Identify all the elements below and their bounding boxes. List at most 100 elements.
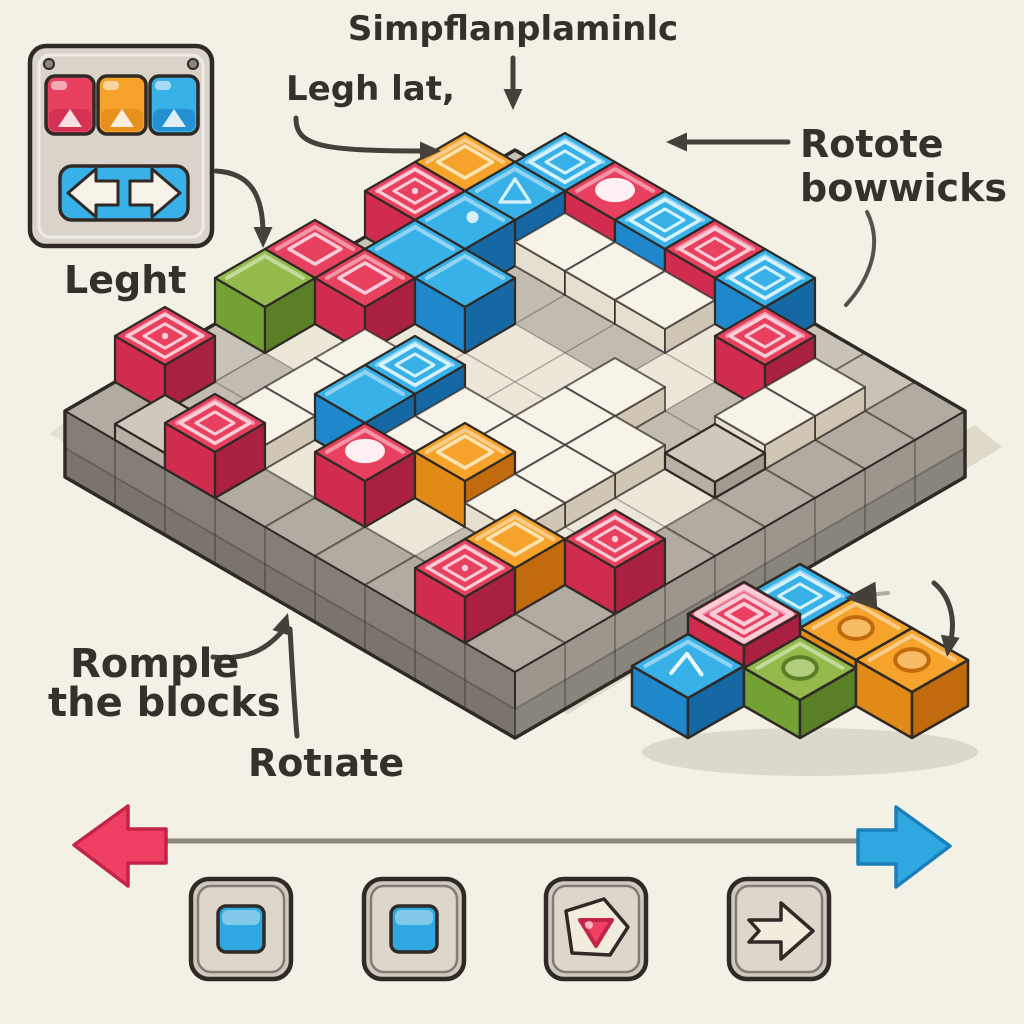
cube-gloss <box>225 253 305 280</box>
cube-gloss <box>425 195 505 222</box>
icon-gloss <box>585 921 593 929</box>
block-pattern <box>376 167 454 215</box>
block-pattern <box>161 332 169 340</box>
cube-gloss <box>425 137 505 164</box>
block-red[interactable] <box>313 421 417 529</box>
cube-face-top <box>663 422 767 484</box>
block-stud <box>893 647 931 673</box>
bottom-toolbar <box>72 804 952 982</box>
toolbar-button-1[interactable] <box>188 876 294 982</box>
platform-outline <box>63 148 967 740</box>
arrowhead-icon <box>666 132 687 152</box>
arrowhead-icon <box>253 227 273 248</box>
toolbar-button-3[interactable] <box>543 876 649 982</box>
legend-block-gloss <box>103 81 119 90</box>
platform-lower-band <box>65 447 515 738</box>
cube-gloss <box>275 224 355 251</box>
block-pattern <box>287 232 343 266</box>
block-pattern <box>498 177 532 204</box>
label-bottom-left-line2: the blocks <box>48 680 281 726</box>
block-pattern <box>378 342 452 388</box>
block-pattern <box>461 564 469 572</box>
platform-seam <box>64 447 966 711</box>
block-pattern <box>592 525 638 553</box>
annotation-line <box>287 626 300 739</box>
block-red[interactable] <box>413 537 517 645</box>
block-pattern <box>611 535 619 543</box>
cube-face-top <box>686 580 802 648</box>
annotation-line <box>210 625 288 661</box>
block-pattern <box>466 211 479 224</box>
icon-gloss <box>222 910 260 925</box>
preview-block-green[interactable] <box>742 634 858 740</box>
annotation-line <box>844 210 877 307</box>
preview-blocks <box>630 562 978 776</box>
block-pattern <box>693 584 795 644</box>
blue-square-icon <box>216 904 266 954</box>
block-red[interactable] <box>563 508 667 616</box>
path-piece[interactable] <box>614 270 716 354</box>
right-arrow-icon <box>747 901 815 961</box>
block-pattern <box>728 255 802 301</box>
block-pattern <box>576 515 654 563</box>
block-pattern <box>544 149 586 175</box>
cube-gloss <box>475 166 555 193</box>
cube-gloss <box>325 369 405 396</box>
block-stud <box>781 655 819 681</box>
block-pattern <box>392 177 438 205</box>
arrowhead-icon <box>272 613 291 636</box>
block-pattern <box>678 226 752 272</box>
block-pattern <box>709 593 779 635</box>
block-pattern <box>528 139 602 185</box>
cube-gloss <box>699 587 789 616</box>
legend-block-mark <box>110 109 134 127</box>
legend-block-mark <box>162 109 186 127</box>
cube-face-top <box>742 634 858 702</box>
block-red[interactable] <box>163 392 267 500</box>
preview-block-blue[interactable] <box>630 632 746 740</box>
toolbar-button-4[interactable] <box>726 876 832 982</box>
label-rotate: Rotıate <box>248 741 404 785</box>
block-pattern <box>669 651 704 677</box>
cube-gloss <box>325 427 405 454</box>
cube-gloss <box>375 224 455 251</box>
block-pattern <box>142 322 188 350</box>
cube-face-top <box>713 305 817 367</box>
move-left-arrow[interactable] <box>72 804 168 888</box>
block-pattern <box>426 544 504 592</box>
label-top: Simpflanplaminlc <box>348 9 678 49</box>
label-legend-caption: Leght <box>64 258 186 302</box>
block-pattern <box>194 410 236 436</box>
move-right-arrow[interactable] <box>856 805 952 889</box>
block-pattern <box>178 400 252 446</box>
cube-gloss <box>867 633 957 662</box>
legend-block-gloss <box>51 81 67 90</box>
toolbar-button-2[interactable] <box>361 876 467 982</box>
block-pattern <box>394 352 436 378</box>
annotation-line <box>213 168 266 237</box>
screw-icon <box>43 58 55 70</box>
cluster-shadow <box>642 728 978 776</box>
cube-gloss <box>425 253 505 280</box>
cube-gloss <box>575 166 655 193</box>
block-red[interactable] <box>113 305 217 413</box>
arrowhead-icon <box>940 634 960 657</box>
block-pattern <box>126 312 204 360</box>
right-arrow-icon <box>128 167 182 219</box>
cube-face-top <box>714 386 816 446</box>
block-pattern <box>485 521 545 557</box>
block-green[interactable] <box>213 247 317 355</box>
label-top-left: Legh lat, <box>286 69 455 109</box>
cube-face-top <box>630 632 746 700</box>
cube-face-top <box>313 247 417 309</box>
block-pattern <box>744 323 786 349</box>
label-bottom-left-line1: Romple <box>70 641 239 687</box>
label-right-line1: Rotote <box>800 122 944 166</box>
block-pattern <box>337 261 393 295</box>
block-pattern <box>694 236 736 262</box>
cube-gloss <box>475 514 555 541</box>
block-pattern <box>435 434 495 470</box>
block-blue[interactable] <box>413 247 517 355</box>
block-pattern <box>345 438 385 464</box>
